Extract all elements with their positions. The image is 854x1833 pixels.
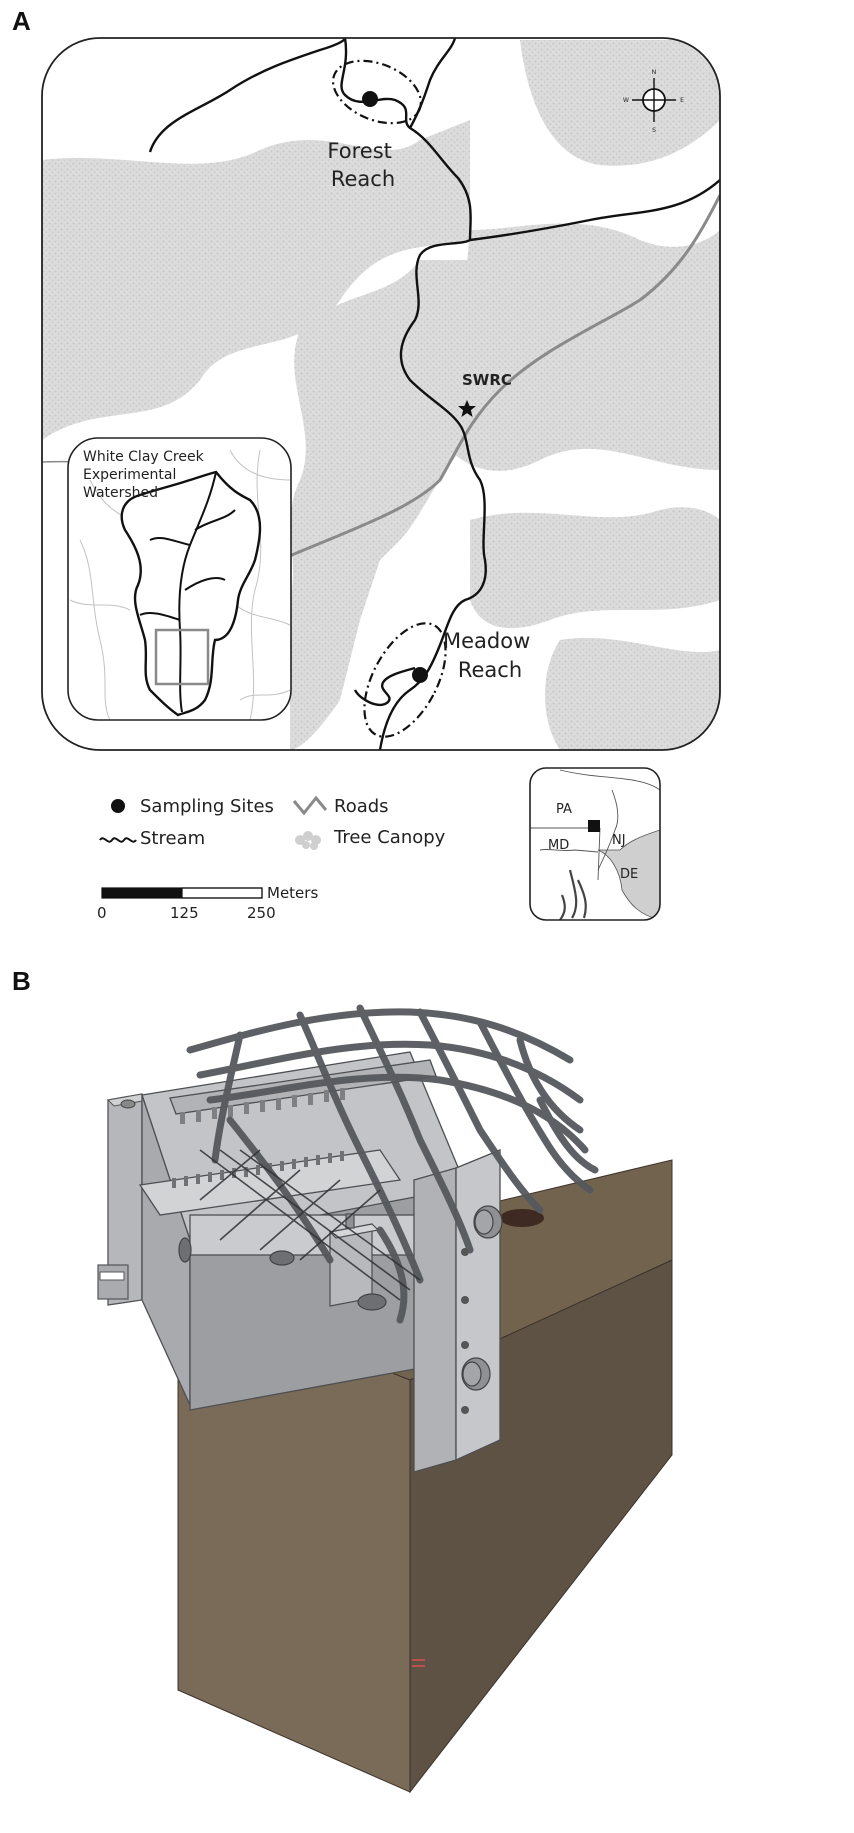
mesh-net-fine <box>199 1149 421 1301</box>
site-map: Forest Reach Meadow Reach SWRC N S E W <box>41 37 721 921</box>
inset-title: White Clay Creek Experimental Watershed <box>83 449 208 501</box>
meadow-reach-label-line1: Meadow <box>443 629 530 653</box>
inset-title-line3: Watershed <box>83 485 158 501</box>
legend-roads: Roads <box>334 796 389 817</box>
meadow-reach-label: Meadow Reach <box>443 629 537 682</box>
study-area-box <box>154 628 210 686</box>
watershed-inset: White Clay Creek Experimental Watershed <box>67 437 292 721</box>
legend-tree-canopy: Tree Canopy <box>334 827 446 848</box>
forest-reach-label: Forest Reach <box>327 139 398 191</box>
legend-tree-canopy-icon <box>295 831 321 850</box>
inset-title-line2: Experimental <box>83 467 176 483</box>
sediment-anchors <box>178 1237 387 1311</box>
thumb-screw-lower <box>461 1357 491 1391</box>
sampling-site-forest <box>362 91 378 107</box>
locator-study-marker <box>588 820 600 832</box>
forest-reach-label-line2: Reach <box>331 167 395 191</box>
compass-w: W <box>623 97 629 104</box>
scale-tick-0: 0 <box>97 904 107 922</box>
legend-stream-icon <box>99 837 137 843</box>
forest-reach-ellipse <box>331 59 423 125</box>
panel-label-a: A <box>12 6 31 36</box>
compass-s: S <box>652 127 656 134</box>
inset-title-line1: White Clay Creek <box>83 449 205 465</box>
locator-map: PA NJ MD DE <box>529 767 661 921</box>
compass-n: N <box>652 69 657 76</box>
swrc-star-icon <box>458 400 476 417</box>
locator-label-de: DE <box>620 867 638 882</box>
front-upright <box>413 1149 501 1473</box>
panel-label-b: B <box>12 966 31 996</box>
legend-sampling-site-icon <box>111 799 125 813</box>
tree-canopy-layer <box>42 40 720 750</box>
scale-tick-125: 125 <box>170 904 199 922</box>
comb-teeth-top <box>180 1088 345 1124</box>
thumb-screw-upper <box>473 1205 503 1239</box>
compass-rose-icon: N S E W <box>623 69 684 134</box>
scale-unit: Meters <box>267 884 319 902</box>
compass-e: E <box>680 97 684 104</box>
scale-tick-250: 250 <box>247 904 276 922</box>
locator-label-md: MD <box>548 838 569 853</box>
meadow-reach-label-line2: Reach <box>458 658 522 682</box>
meadow-reach-ellipse <box>363 622 447 738</box>
legend-stream: Stream <box>140 828 206 849</box>
locator-label-pa: PA <box>556 802 572 817</box>
locator-label-nj: NJ <box>612 833 626 848</box>
sampling-site-meadow <box>412 667 428 683</box>
legend-sampling-sites: Sampling Sites <box>140 796 274 817</box>
legend-roads-icon <box>292 795 328 816</box>
left-arm <box>97 1093 150 1306</box>
forest-reach-label-line1: Forest <box>327 139 391 163</box>
scale-bar <box>101 887 263 899</box>
swrc-label: SWRC <box>462 371 512 389</box>
